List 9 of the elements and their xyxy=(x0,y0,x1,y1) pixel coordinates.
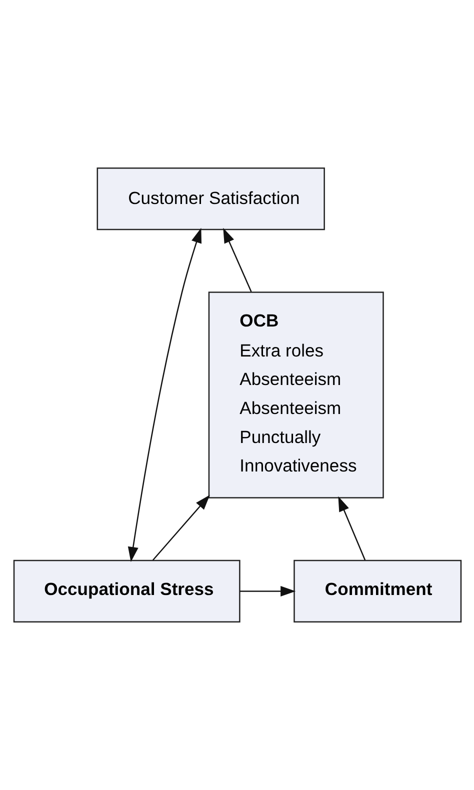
node-box: Customer Satisfaction xyxy=(96,167,324,230)
node-box: Occupational Stress xyxy=(12,560,240,623)
node-box: OCB Extra roles Absenteeism Absenteeism Punctually Innovativeness xyxy=(208,292,384,498)
node-box: Commitment xyxy=(293,560,462,623)
arrow xyxy=(338,496,366,560)
arrow xyxy=(127,228,202,562)
arrow xyxy=(222,228,252,292)
arrow xyxy=(239,586,296,596)
arrow xyxy=(152,494,210,561)
